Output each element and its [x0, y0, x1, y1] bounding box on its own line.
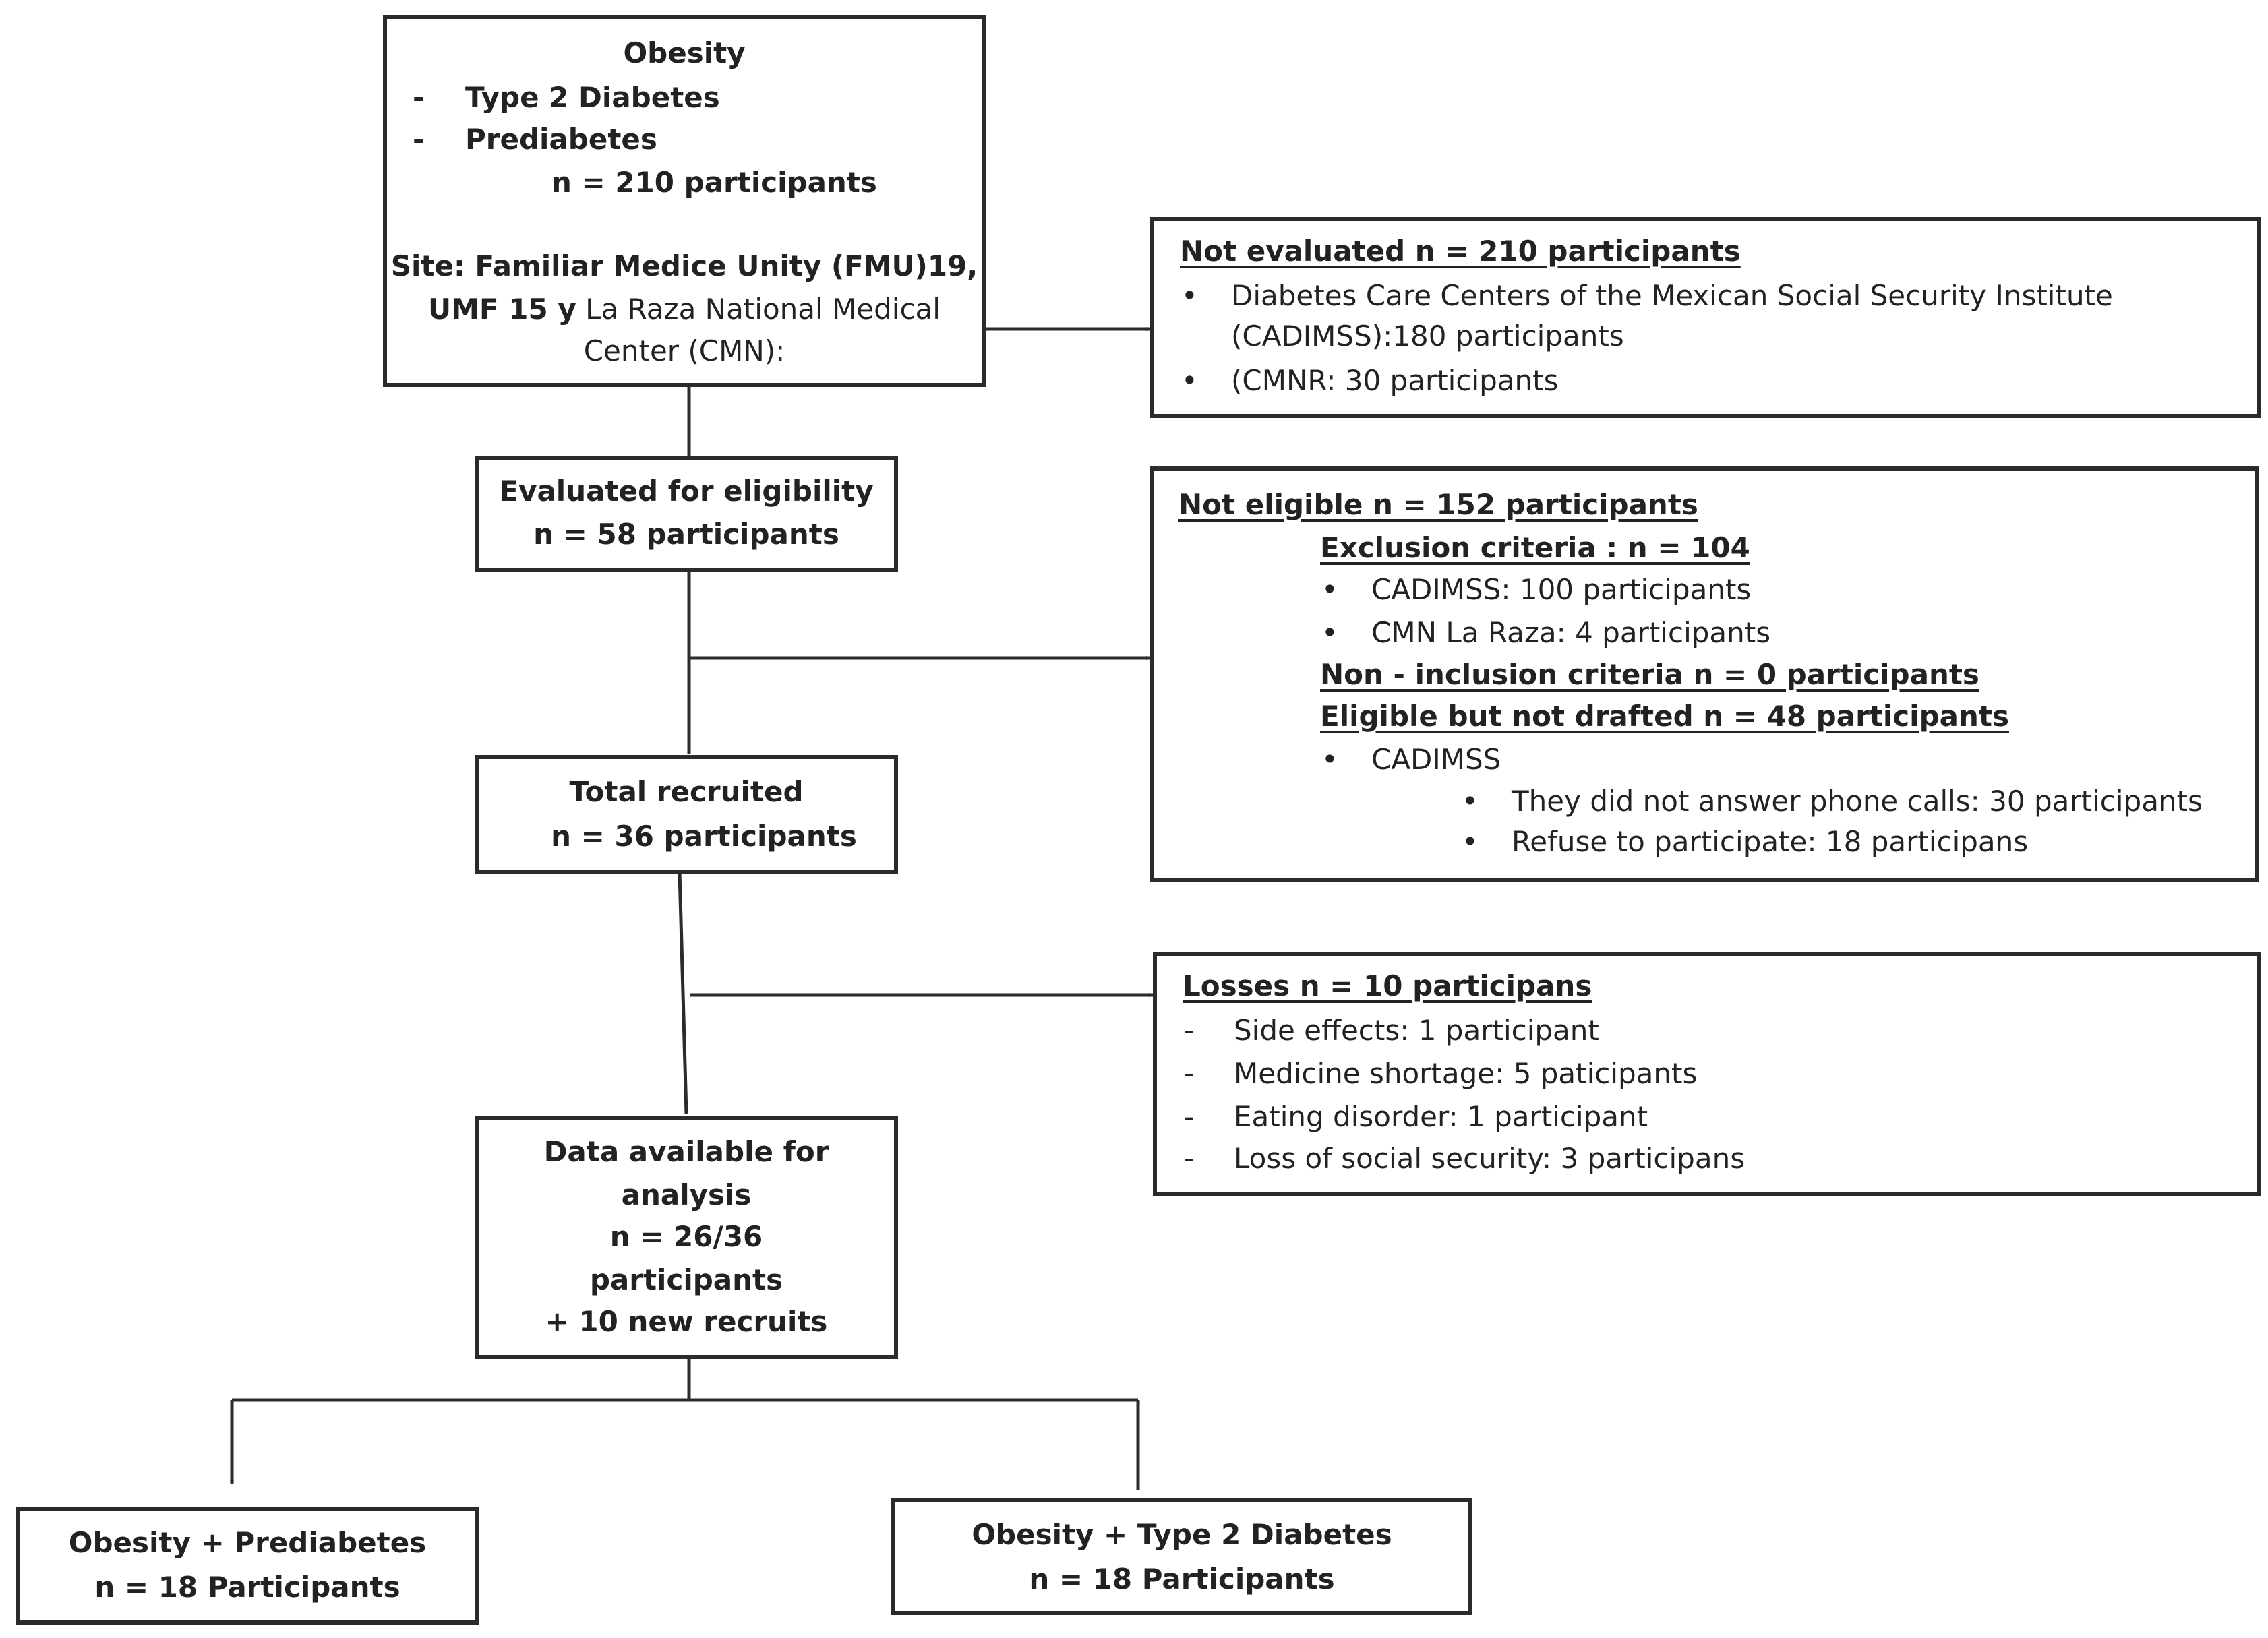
prediabetes-group-title: Obesity + Prediabetes: [68, 1526, 427, 1559]
exclusion-item-cmn-la-raza: CMN La Raza: 4 participants: [1371, 616, 1771, 649]
not-evaluated-box: [1150, 217, 2261, 418]
non-inclusion-heading: Non - inclusion criteria n = 0 participa…: [1320, 658, 1979, 691]
site-line-2-bold: UMF 15 y: [428, 293, 576, 326]
eligibility-count: n = 58 participants: [533, 518, 839, 551]
analysis-line-1: Data available for: [543, 1135, 829, 1168]
site-line-2: UMF 15 y La Raza National Medical: [383, 295, 986, 324]
prediabetes-group-count: n = 18 Participants: [94, 1571, 400, 1604]
recruited-title: Total recruited: [569, 775, 804, 808]
analysis-line-4: participants: [589, 1263, 783, 1296]
exclusion-criteria-heading: Exclusion criteria : n = 104: [1320, 531, 1750, 564]
bullet-marker: •: [1321, 573, 1338, 606]
dash-marker: -: [413, 123, 425, 156]
type2-diabetes-item: Type 2 Diabetes: [465, 81, 720, 114]
bullet-marker: •: [1181, 279, 1198, 312]
eligible-not-drafted-heading: Eligible but not drafted n = 48 particip…: [1320, 700, 2009, 733]
recruited-count: n = 36 participants: [551, 820, 857, 853]
population-count: n = 210 participants: [551, 166, 877, 199]
dash-marker: -: [1184, 1142, 1195, 1175]
analysis-line-2: analysis: [621, 1178, 752, 1211]
prediabetes-item: Prediabetes: [465, 123, 657, 156]
bullet-marker: •: [1321, 616, 1338, 649]
eligibility-box: [475, 456, 898, 572]
bullet-marker: •: [1321, 743, 1338, 776]
not-evaluated-item-1-line-1: Diabetes Care Centers of the Mexican Soc…: [1231, 279, 2113, 312]
site-line-3: Center (CMN):: [583, 334, 785, 367]
loss-medicine-shortage: Medicine shortage: 5 paticipants: [1234, 1057, 1698, 1090]
not-evaluated-heading: Not evaluated n = 210 participants: [1180, 235, 1741, 268]
obesity-title: Obesity: [623, 36, 746, 69]
arrow-to-analysis: [678, 872, 688, 1114]
refuse-to-participate-item: Refuse to participate: 18 participans: [1512, 825, 2029, 858]
type2-group-count: n = 18 Participants: [1029, 1563, 1335, 1596]
bullet-marker: •: [1462, 825, 1479, 858]
not-evaluated-item-1-line-2: (CADIMSS):180 participants: [1231, 320, 1624, 353]
cadimss-label: CADIMSS: [1371, 743, 1501, 776]
obesity-population-box: [383, 15, 986, 387]
not-eligible-box: [1150, 466, 2259, 882]
prediabetes-group-box: [16, 1507, 479, 1625]
analysis-count: n = 26/36: [609, 1220, 763, 1253]
exclusion-item-cadimss: CADIMSS: 100 participants: [1371, 573, 1752, 606]
site-line-2-rest: La Raza National Medical: [585, 293, 941, 326]
no-answer-phone-calls-item: They did not answer phone calls: 30 part…: [1512, 785, 2203, 818]
eligibility-title: Evaluated for eligibility: [499, 475, 874, 508]
dash-marker: -: [1184, 1014, 1195, 1047]
dash-marker: -: [413, 81, 425, 114]
dash-marker: -: [1184, 1057, 1195, 1090]
loss-social-security: Loss of social security: 3 participans: [1234, 1142, 1745, 1175]
loss-side-effects: Side effects: 1 participant: [1234, 1014, 1599, 1047]
not-evaluated-item-2: (CMNR: 30 participants: [1231, 364, 1559, 397]
loss-eating-disorder: Eating disorder: 1 participant: [1234, 1100, 1648, 1133]
bullet-marker: •: [1462, 785, 1479, 818]
type2-group-title: Obesity + Type 2 Diabetes: [972, 1518, 1392, 1551]
analysis-box: [475, 1116, 898, 1359]
bullet-marker: •: [1181, 364, 1198, 397]
site-line-1: Site: Familiar Medice Unity (FMU)19,: [390, 249, 978, 282]
recruited-box: [475, 755, 898, 874]
losses-box: [1153, 952, 2261, 1196]
analysis-new-recruits: + 10 new recruits: [545, 1305, 828, 1338]
dash-marker: -: [1184, 1100, 1195, 1133]
type2-group-box: [891, 1498, 1472, 1615]
not-eligible-heading: Not eligible n = 152 participants: [1178, 488, 1698, 521]
losses-heading: Losses n = 10 participans: [1183, 969, 1592, 1002]
